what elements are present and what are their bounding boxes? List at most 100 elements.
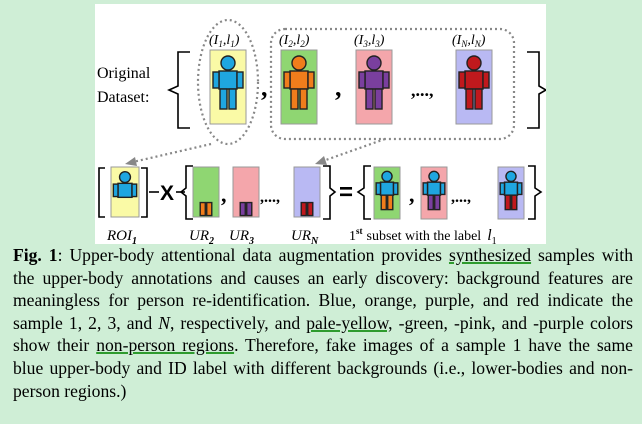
sample-label-3: (I3,l3) — [354, 33, 385, 49]
left-arm — [212, 71, 220, 89]
left-leg — [504, 194, 511, 211]
head — [381, 170, 393, 183]
result-image-pink — [420, 166, 448, 220]
left-leg — [365, 88, 374, 110]
arrow-to-ur-head — [315, 156, 327, 165]
result-image-green — [373, 166, 401, 220]
sample-1-image — [209, 49, 247, 125]
left-arm — [283, 71, 291, 89]
right-arm — [307, 71, 315, 89]
right-arm — [516, 182, 523, 196]
sample-label-2: (I2,l2) — [279, 33, 310, 49]
caption-text-1: : Upper-body attentional data augmentati… — [57, 245, 449, 265]
ur-right-brace — [323, 165, 337, 220]
right-leg — [434, 194, 441, 211]
ur-n-label: URN — [291, 228, 319, 244]
torso — [426, 181, 442, 196]
torso — [503, 181, 519, 196]
right-leg — [374, 88, 383, 110]
caption-text-3: , respectively, and — [169, 312, 307, 333]
svg-text:(IN,lN): (IN,lN) — [452, 33, 486, 49]
torso — [289, 70, 309, 90]
right-brace-top — [527, 51, 546, 129]
comma-2: , — [335, 73, 342, 102]
torso — [117, 182, 133, 199]
svg-text:(I1,l1): (I1,l1) — [209, 33, 240, 49]
right-arm — [482, 71, 490, 89]
torso — [464, 70, 484, 90]
left-leg — [239, 201, 246, 217]
roi-left-bracket — [98, 167, 105, 218]
comma-ur-1: , — [221, 182, 227, 207]
ur-2-label: UR2 — [189, 228, 214, 244]
right-arm — [236, 71, 244, 89]
left-leg — [199, 201, 206, 217]
ur-3-image — [232, 166, 260, 218]
image-background — [232, 166, 260, 218]
sample-2-image — [280, 49, 318, 125]
caption-text-4: -green, -pink, and -purple colors show t… — [13, 312, 633, 356]
ellipsis-top: ,..., — [411, 80, 434, 100]
comma-1: , — [261, 73, 268, 102]
comma-res-1: , — [409, 182, 415, 207]
ur-3-label: UR3 — [229, 228, 254, 244]
sample-n-image — [455, 49, 493, 125]
right-leg — [307, 201, 314, 217]
image-background — [192, 166, 220, 218]
head — [291, 55, 307, 71]
right-leg — [246, 201, 253, 217]
sample-3-image — [355, 49, 393, 125]
sample-label-1: (I1,l1) — [209, 33, 240, 49]
caption-underline-synthesized: synthesized — [448, 245, 532, 265]
ur-n-image — [293, 166, 321, 218]
left-arm — [458, 71, 466, 89]
caption-underline-non-person: non-person regions — [96, 335, 235, 356]
caption-text-5: . Therefore, fake images of a sample 1 h… — [13, 335, 633, 401]
left-leg — [380, 194, 387, 211]
figure-number: Fig. 1 — [13, 245, 58, 265]
right-arm — [392, 182, 399, 196]
right-leg — [474, 88, 483, 110]
left-leg — [465, 88, 474, 110]
ellipsis-res: ,..., — [451, 189, 471, 206]
caption-underline-pale-yellow: pale-yellow, — [306, 312, 393, 333]
left-brace-top — [167, 51, 190, 129]
ur-left-brace — [179, 165, 193, 220]
dataset-label-line1: Original — [97, 65, 151, 82]
roi-right-bracket — [141, 167, 148, 218]
sample-1-dotted-ellipse — [196, 18, 260, 146]
left-leg — [300, 201, 307, 217]
right-leg — [206, 201, 213, 217]
head — [220, 55, 236, 71]
right-leg — [299, 88, 308, 110]
caption-text-2: samples with the upper-body annotations … — [13, 245, 633, 333]
left-arm — [422, 182, 429, 196]
torso — [218, 70, 238, 90]
figure-diagram: Original Dataset: (I1,l1) (I2,l2) (I3,l3… — [97, 18, 546, 244]
right-arm — [439, 182, 446, 196]
right-leg — [387, 194, 394, 211]
image-background — [293, 166, 321, 218]
left-arm — [375, 182, 382, 196]
times-sign: X — [160, 182, 174, 205]
sample-label-n: (IN,lN) — [452, 33, 486, 49]
right-arm — [382, 71, 390, 89]
figure: Original Dataset: (I1,l1) (I2,l2) (I3,l3… — [95, 4, 546, 244]
result-left-brace — [356, 165, 371, 220]
head — [366, 55, 382, 71]
arrow-to-ur — [322, 137, 386, 163]
arrow-to-roi — [132, 142, 212, 164]
roi-label: ROI1 — [106, 228, 137, 244]
head — [466, 55, 482, 71]
left-leg — [290, 88, 299, 110]
left-arm — [112, 183, 119, 198]
left-arm — [358, 71, 366, 89]
result-image-purple — [497, 166, 525, 220]
dataset-label-line2: Dataset: — [97, 89, 149, 106]
left-arm — [499, 182, 506, 196]
left-leg — [427, 194, 434, 211]
ellipsis-ur: ,..., — [260, 189, 280, 206]
svg-text:(I2,l2): (I2,l2) — [279, 33, 310, 49]
arrow-to-roi-head — [125, 157, 137, 166]
